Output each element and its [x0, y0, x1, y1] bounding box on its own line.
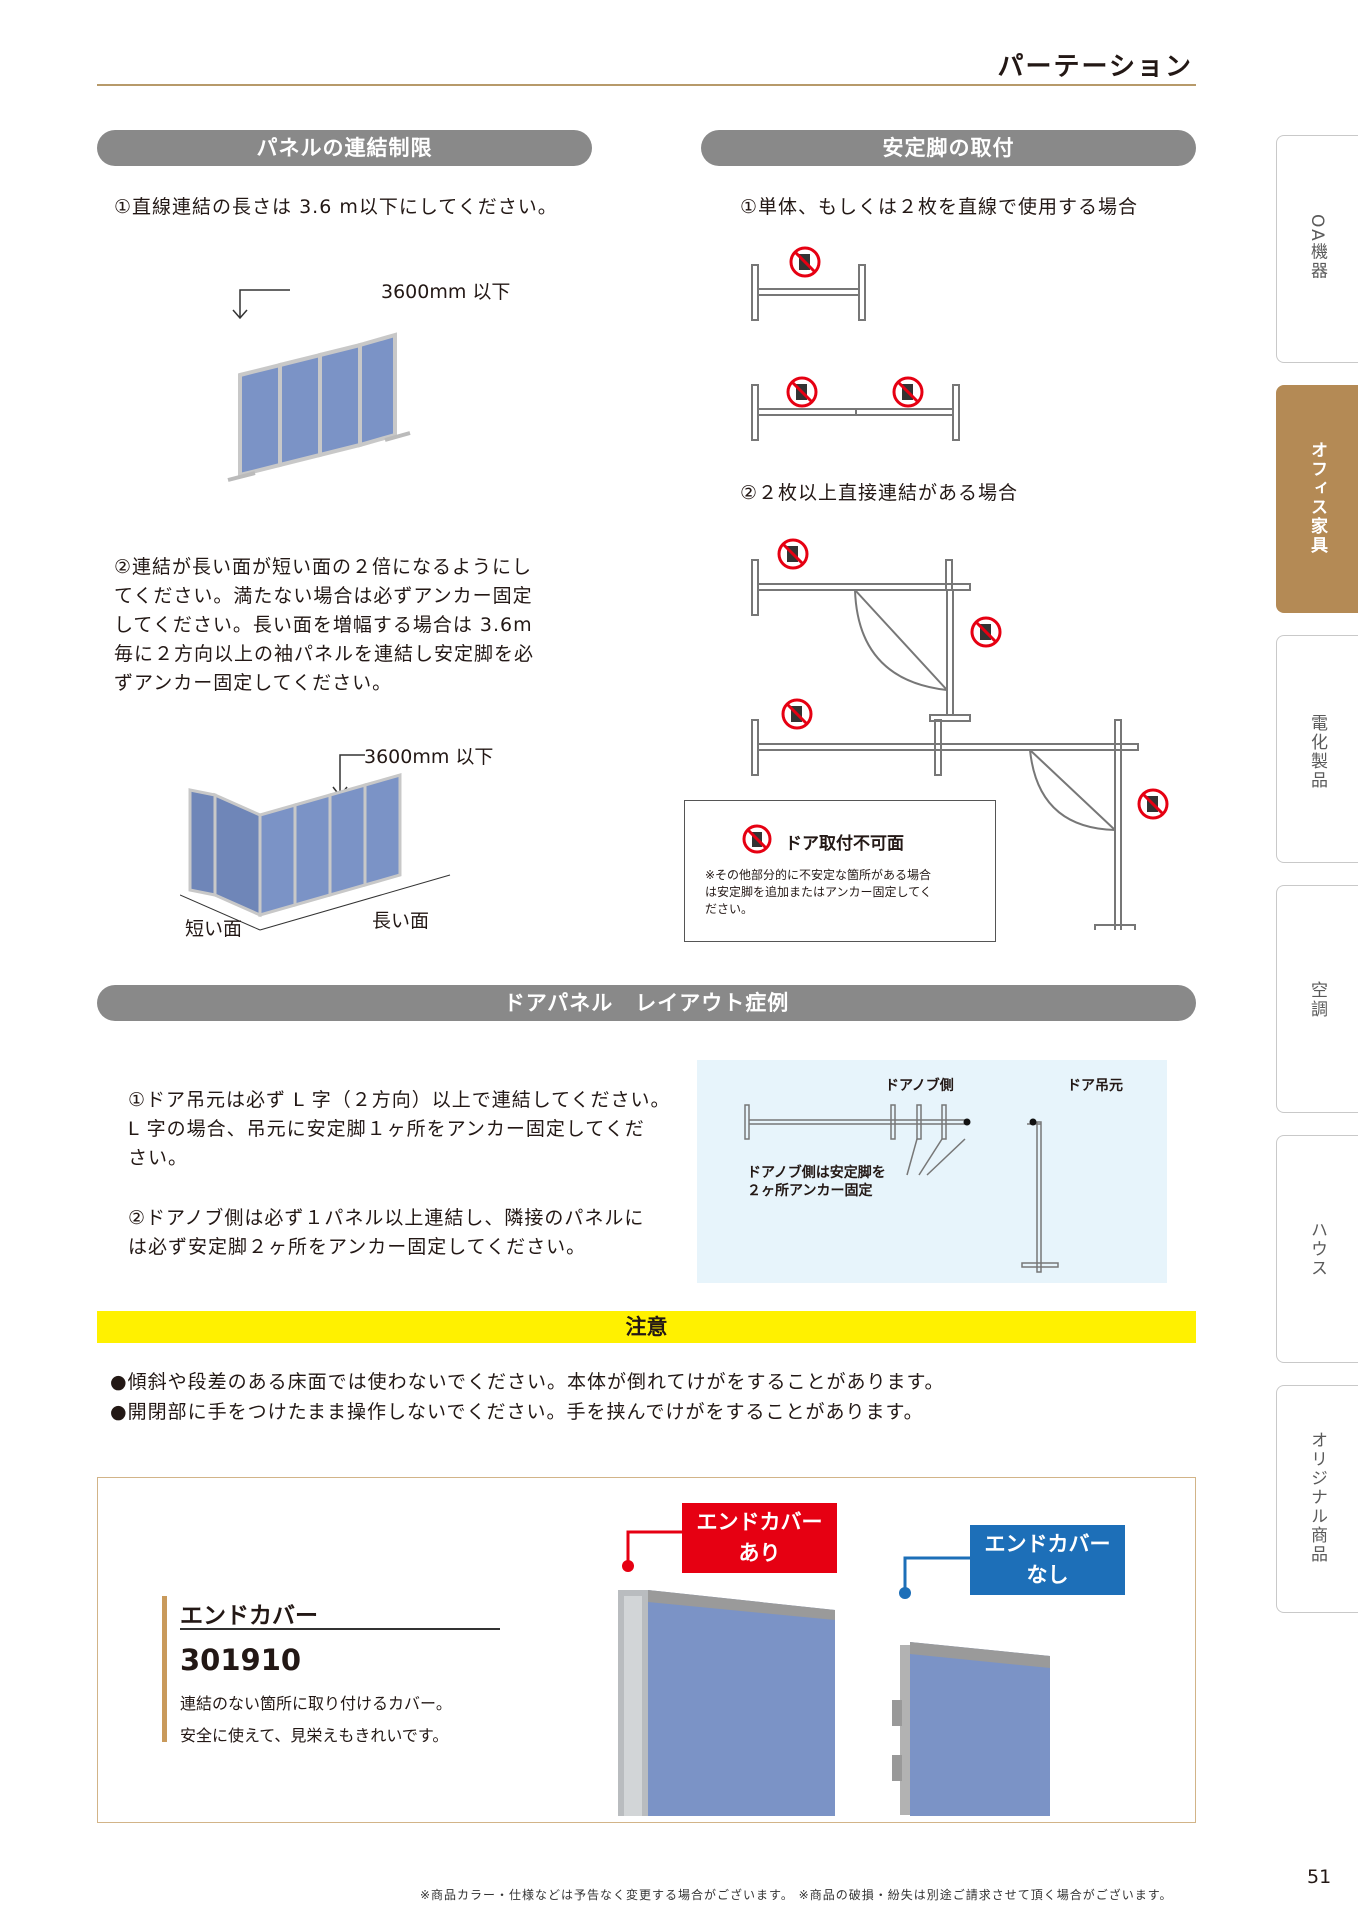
label-with-cover: エンドカバー あり	[682, 1503, 837, 1573]
dimension-label-2: 3600mm 以下	[364, 746, 494, 768]
no-door-icon	[777, 538, 809, 570]
legend-note: ※その他部分的に不安定な箇所がある場合 は安定脚を追加またはアンカー固定してく …	[705, 868, 932, 916]
notice-item-2: ●開閉部に手をつけたまま操作しないでください。手を挟んでけがをすることがあります…	[110, 1401, 924, 1423]
legend-box: ドア取付不可面 ※その他部分的に不安定な箇所がある場合 は安定脚を追加またはアン…	[684, 800, 996, 942]
case-single: ①単体、もしくは２枚を直線で使用する場合	[740, 196, 1139, 218]
product-desc-2: 安全に使えて、見栄えもきれいです。	[180, 1726, 449, 1745]
legend-title: ドア取付不可面	[785, 834, 904, 854]
hinge-marker	[1029, 1118, 1037, 1126]
no-door-icon	[786, 376, 818, 408]
section-heading-door-layout: ドアパネル レイアウト症例	[97, 985, 1196, 1021]
name-underline	[180, 1628, 500, 1630]
dimension-line	[339, 754, 365, 795]
header-divider	[97, 84, 1196, 86]
door-layout-lines	[744, 1104, 1059, 1273]
tab-electric[interactable]: 電化製品	[1276, 635, 1358, 863]
product-box: エンドカバー 301910 連結のない箇所に取り付けるカバー。 安全に使えて、見…	[97, 1477, 1196, 1823]
page-number: 51	[1307, 1866, 1332, 1888]
section-heading-panel-limit: パネルの連結制限	[97, 130, 592, 166]
door-layout-diagram: ドアノブ側 ドア吊元 ドアノブ側は安定脚を ２ヶ所アンカー固定	[697, 1060, 1167, 1283]
no-door-icon	[892, 376, 924, 408]
no-door-icon	[781, 698, 813, 730]
tab-office-furniture[interactable]: オフィス家具	[1276, 385, 1358, 613]
knob-side-label: ドアノブ側	[885, 1078, 954, 1094]
tab-label: ハウス	[1307, 1221, 1327, 1278]
no-door-icon	[1137, 788, 1169, 820]
single-layout-diagram	[751, 246, 960, 441]
tab-oa[interactable]: OA機器	[1276, 135, 1358, 363]
knob-note: ドアノブ側は安定脚を ２ヶ所アンカー固定	[747, 1165, 886, 1199]
product-name: エンドカバー	[180, 1603, 318, 1629]
notice-heading: 注意	[97, 1311, 1196, 1343]
hinge-side-label: ドア吊元	[1067, 1078, 1123, 1094]
tab-house[interactable]: ハウス	[1276, 1135, 1358, 1363]
short-side-label: 短い面	[185, 918, 243, 940]
rule-straight-length: ①直線連結の長さは 3.6 m以下にしてください。	[114, 196, 558, 218]
dimension-label-1: 3600mm 以下	[381, 281, 511, 303]
straight-panel-illustration	[227, 289, 411, 482]
tab-label: オリジナル商品	[1307, 1431, 1327, 1564]
product-code: 301910	[180, 1643, 302, 1677]
tab-label: OA機器	[1307, 214, 1327, 281]
knob-marker	[963, 1118, 971, 1126]
label-without-cover: エンドカバー なし	[970, 1525, 1125, 1595]
no-door-icon	[742, 824, 772, 854]
product-desc-1: 連結のない箇所に取り付けるカバー。	[180, 1694, 452, 1713]
footer-note: ※商品カラー・仕様などは予告なく変更する場合がございます。 ※商品の破損・紛失は…	[420, 1888, 1173, 1902]
notice-item-1: ●傾斜や段差のある床面では使わないでください。本体が倒れてけがをすることがありま…	[110, 1371, 945, 1393]
tab-label: 空調	[1307, 981, 1327, 1019]
case-multiple: ②２枚以上直接連結がある場合	[740, 482, 1019, 504]
section-heading-stabilizer: 安定脚の取付	[701, 130, 1196, 166]
door-rule-1: ①ドア吊元は必ず L 字（２方向）以上で連結してください。 L 字の場合、吊元に…	[128, 1089, 671, 1169]
tab-aircon[interactable]: 空調	[1276, 885, 1358, 1113]
arrow-down-icon	[232, 309, 248, 320]
dimension-line	[239, 289, 290, 317]
door-rule-2: ②ドアノブ側は必ず１パネル以上連結し、隣接のパネルに は必ず安定脚２ヶ所をアンカ…	[128, 1207, 645, 1258]
tab-label: オフィス家具	[1307, 441, 1327, 555]
no-door-icon	[970, 616, 1002, 648]
accent-bar	[162, 1596, 167, 1742]
long-side-label: 長い面	[372, 910, 430, 932]
panel-group	[227, 332, 411, 482]
end-cover-photos	[618, 1530, 1050, 1816]
rule-ratio: ②連結が長い面が短い面の２倍になるようにし てください。満たない場合は必ずアンカ…	[114, 556, 535, 694]
tab-label: 電化製品	[1307, 714, 1327, 790]
multiple-layout-diagram	[751, 538, 1169, 930]
page-title: パーテーション	[997, 52, 1193, 82]
l-panel-illustration	[180, 754, 451, 931]
no-door-icon	[789, 246, 821, 278]
tab-original[interactable]: オリジナル商品	[1276, 1385, 1358, 1613]
